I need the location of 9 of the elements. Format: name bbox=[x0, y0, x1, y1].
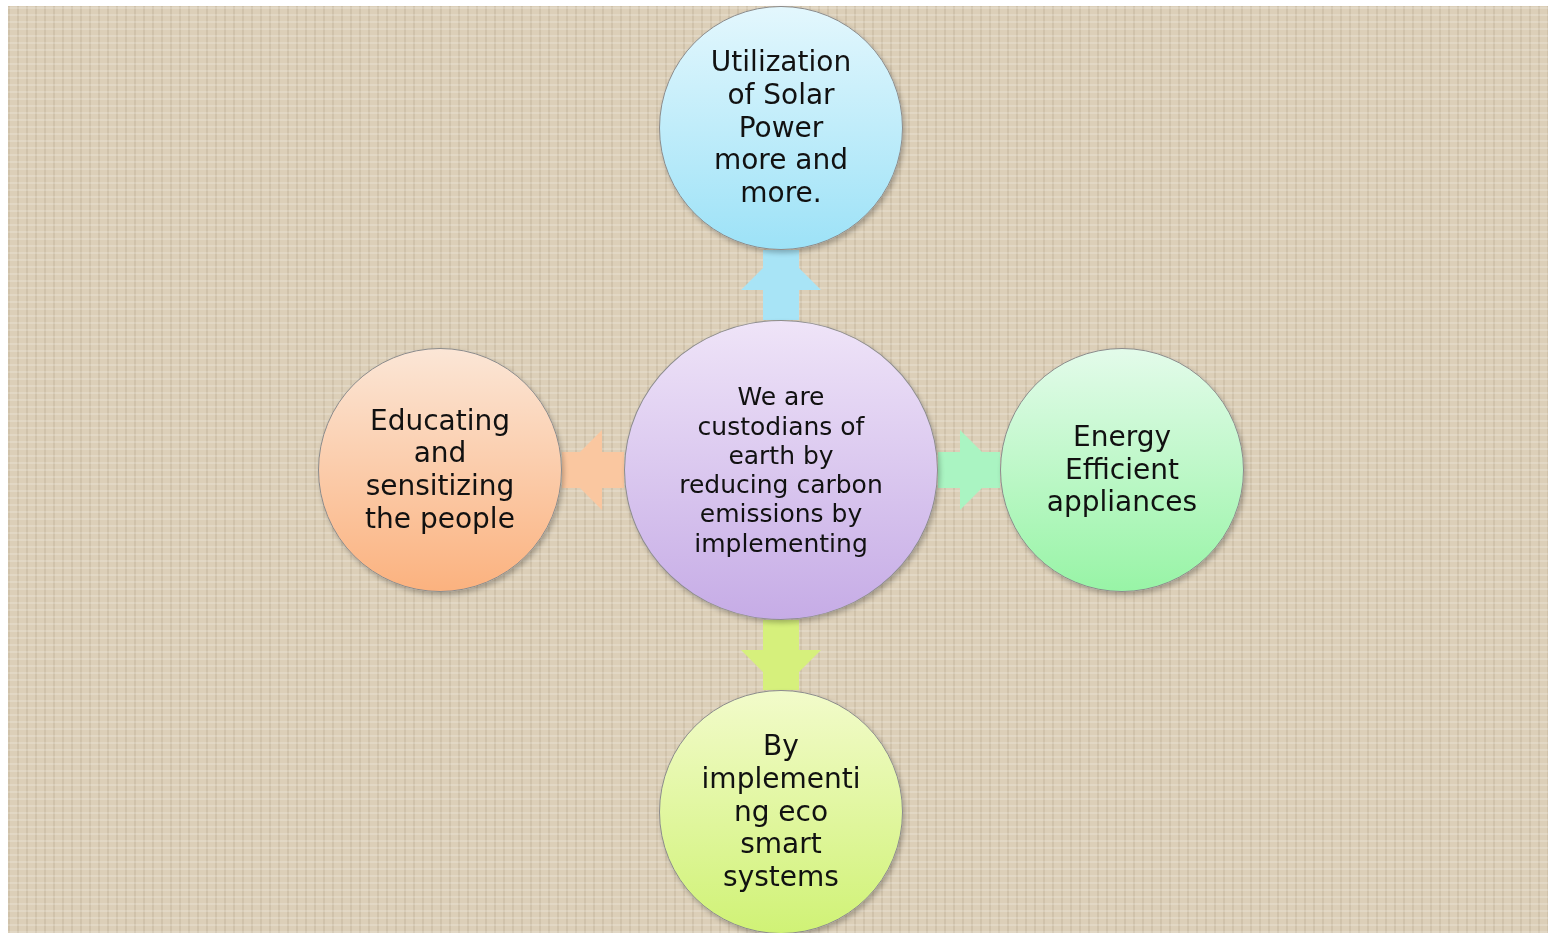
node-text: By implementing eco smart systems bbox=[700, 730, 862, 894]
node-text: Utilization of Solar Power more and more. bbox=[709, 46, 853, 210]
node-text: Energy Efficient appliances bbox=[1045, 420, 1199, 520]
block-arrow bbox=[741, 250, 821, 320]
block-arrow bbox=[938, 430, 1000, 510]
node-text: Educating and sensitizing the people bbox=[364, 404, 516, 536]
block-arrow bbox=[741, 620, 821, 690]
node-text: We are custodians of earth by reducing carbon emissions by implementing bbox=[678, 382, 884, 558]
block-arrow bbox=[562, 430, 624, 510]
